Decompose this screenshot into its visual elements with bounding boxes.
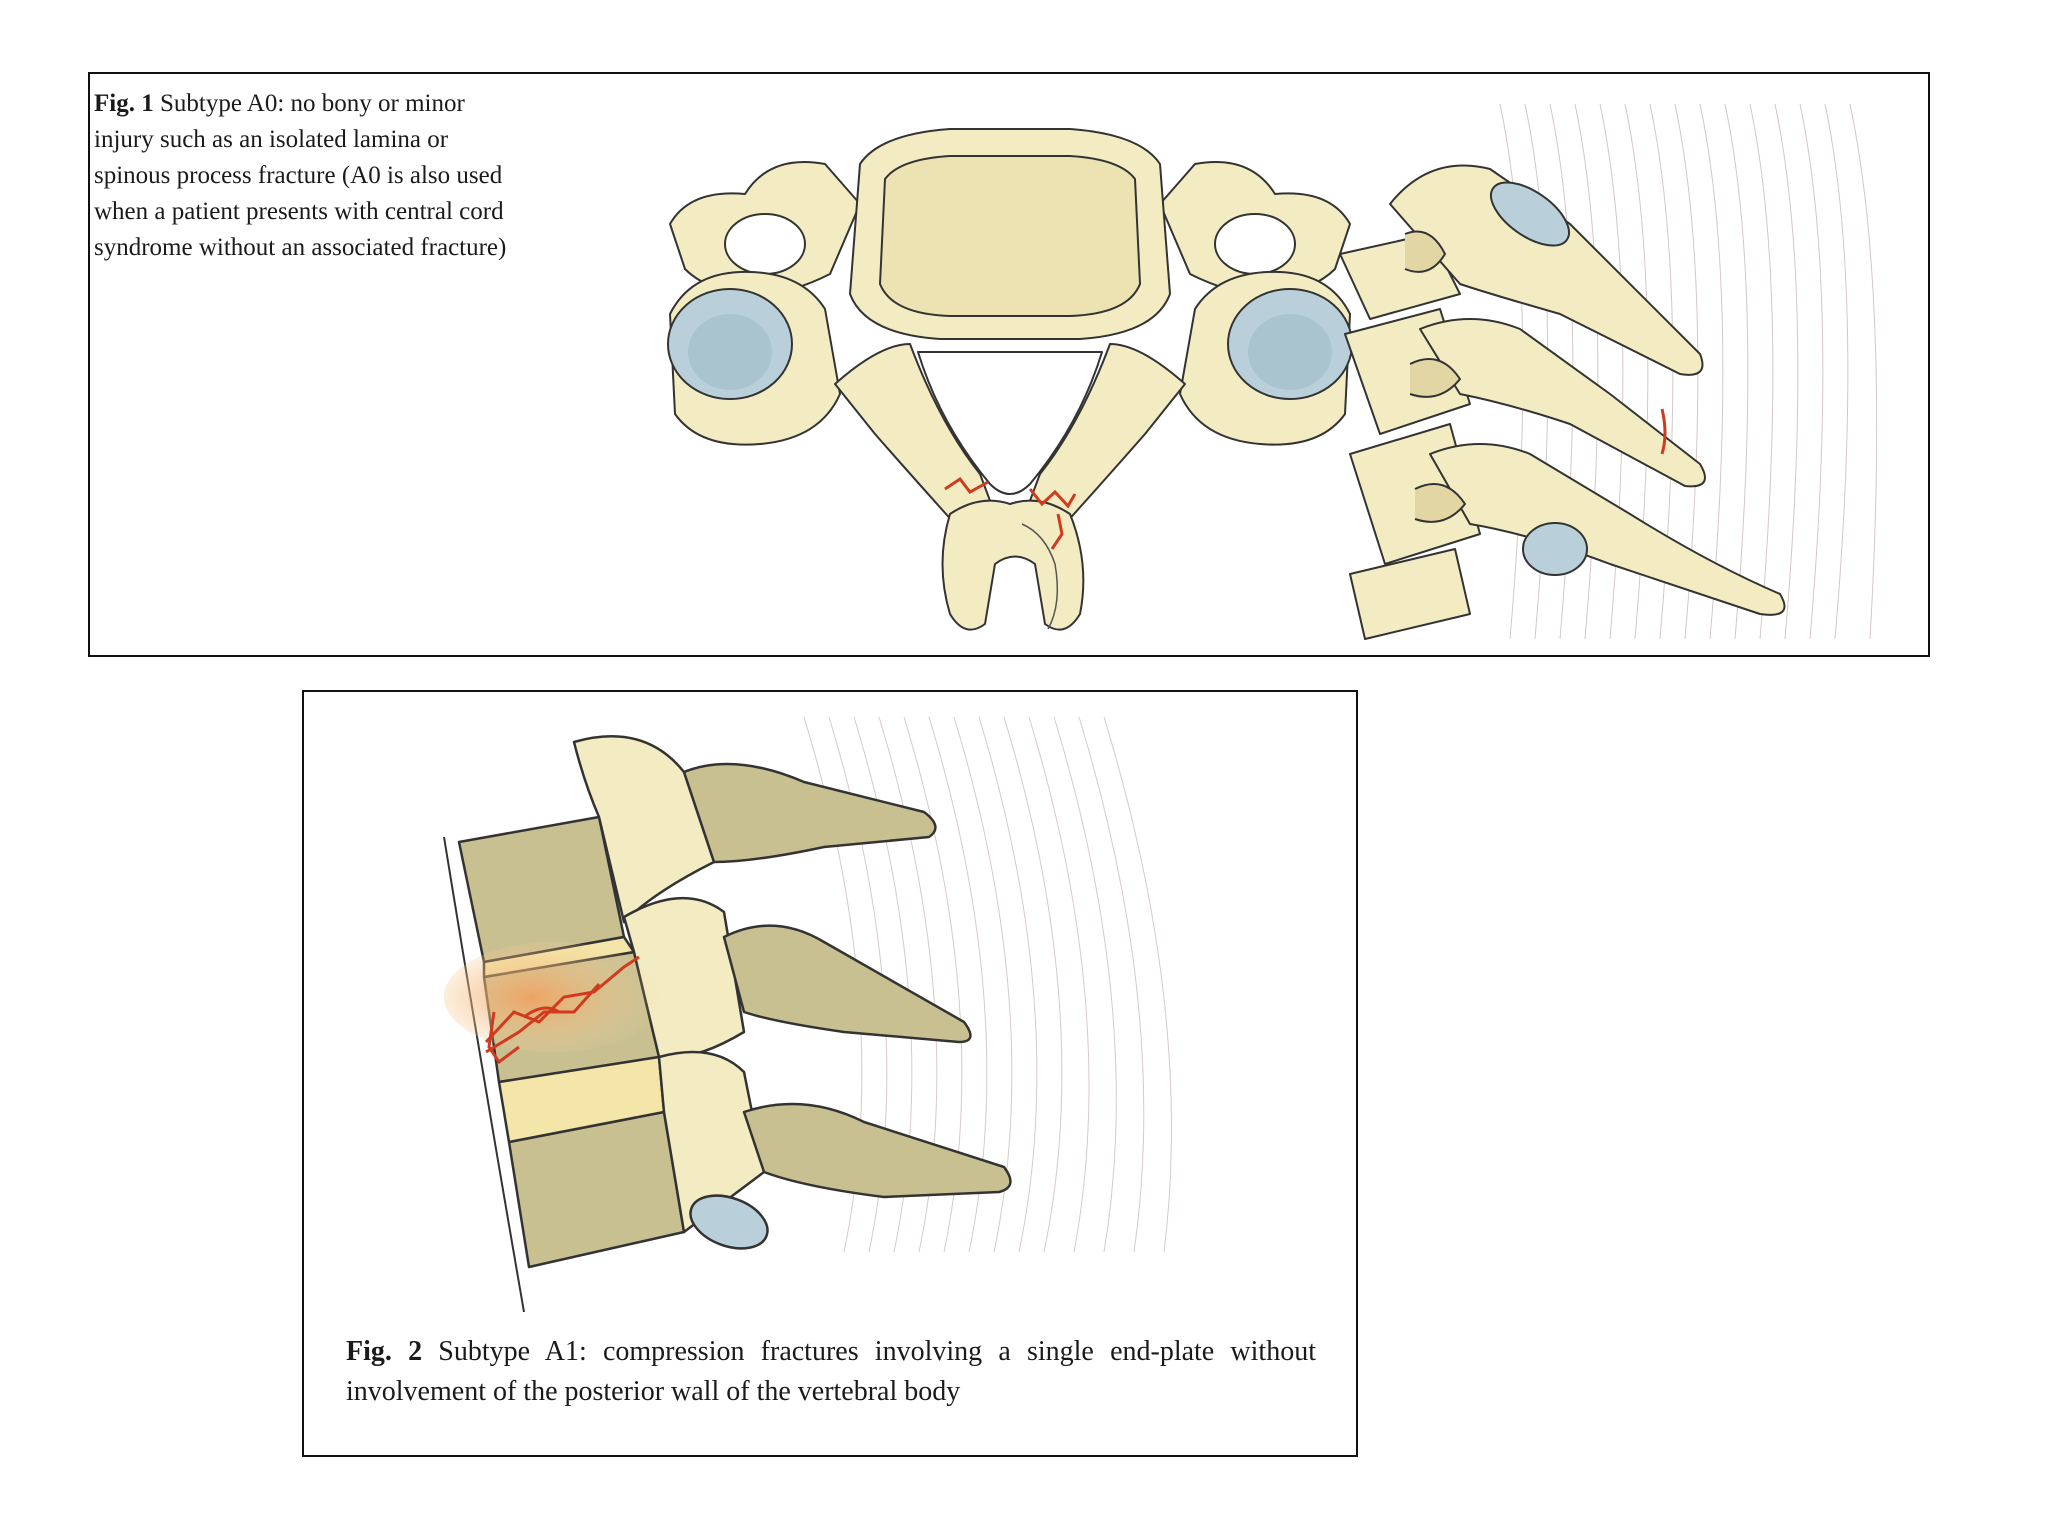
figure-2-frame: Fig. 2 Subtype A1: compression fractures… [302,690,1358,1457]
axial-vertebra-illustration [667,128,1353,631]
figure-2-caption-text: Subtype A1: compression fractures involv… [346,1336,1316,1407]
figure-2-label: Fig. 2 [346,1336,423,1367]
figure-1-caption: Fig. 1 Subtype A0: no bony or minor inju… [94,86,514,266]
lateral-cervical-spine-illustration [1339,103,1878,640]
lateral-compression-fracture-illustration [443,716,1172,1312]
figure-2-caption: Fig. 2 Subtype A1: compression fractures… [346,1332,1316,1412]
figure-1-caption-text: Subtype A0: no bony or minor injury such… [94,90,507,261]
figure-1-frame: Fig. 1 Subtype A0: no bony or minor inju… [88,72,1930,657]
figure-1-label: Fig. 1 [94,90,154,117]
